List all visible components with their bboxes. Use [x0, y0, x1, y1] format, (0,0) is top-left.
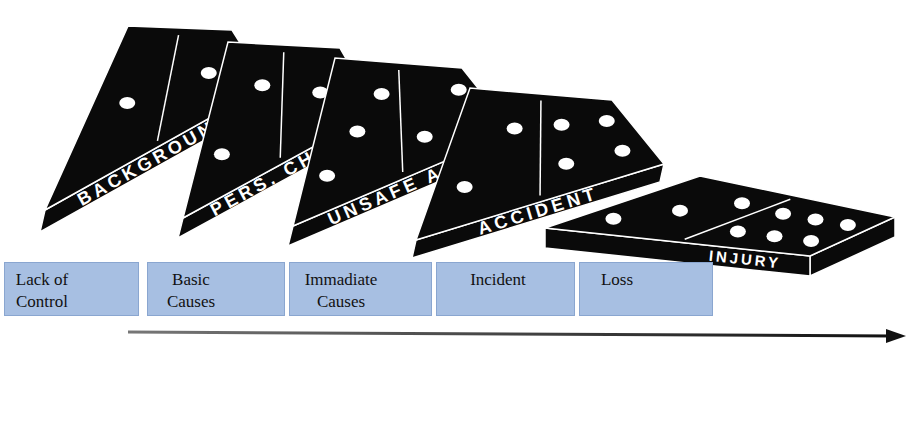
domino-pip: [507, 123, 523, 135]
domino-pip: [605, 213, 621, 225]
domino-divider: [280, 52, 284, 158]
stage-box: Immadiate Causes: [289, 262, 432, 316]
domino-pip: [214, 148, 230, 160]
domino-pip: [558, 158, 574, 170]
domino-pip: [457, 181, 473, 193]
domino-pip: [201, 67, 217, 79]
stage-box: Incident: [436, 262, 575, 316]
domino-pip: [803, 235, 819, 247]
stage-box: Basic Causes: [147, 262, 285, 316]
domino-pip: [808, 213, 824, 225]
stage-label: Incident: [453, 269, 543, 291]
domino-pip: [775, 208, 791, 220]
domino-pip: [451, 84, 467, 96]
domino-pip: [599, 115, 615, 127]
domino-divider: [539, 100, 541, 195]
domino-pip: [119, 97, 135, 109]
domino-pip: [374, 88, 390, 100]
stage-box: Lack of Control: [4, 262, 139, 316]
domino-pip: [840, 219, 856, 231]
stage-box: Loss: [579, 262, 713, 316]
domino-pip: [417, 131, 433, 143]
domino-pip: [730, 226, 746, 238]
domino-divider: [157, 35, 178, 141]
stage-label: Lack of Control: [0, 269, 87, 313]
timeline-arrow-head: [886, 329, 906, 343]
domino-pip: [554, 119, 570, 131]
domino-pip: [614, 145, 630, 157]
stage-label: Immadiate Causes: [296, 269, 386, 313]
domino-pip: [254, 79, 270, 91]
timeline-arrow-shaft: [128, 332, 892, 336]
domino-pip: [672, 205, 688, 217]
domino-pip: [767, 230, 783, 242]
domino-face: [545, 176, 895, 256]
stage-label: Loss: [572, 269, 662, 291]
domino-divider: [399, 70, 403, 172]
domino-pip: [734, 197, 750, 209]
stage-label: Basic Causes: [146, 269, 236, 313]
domino-pip: [349, 126, 365, 138]
domino-pip: [319, 170, 335, 182]
